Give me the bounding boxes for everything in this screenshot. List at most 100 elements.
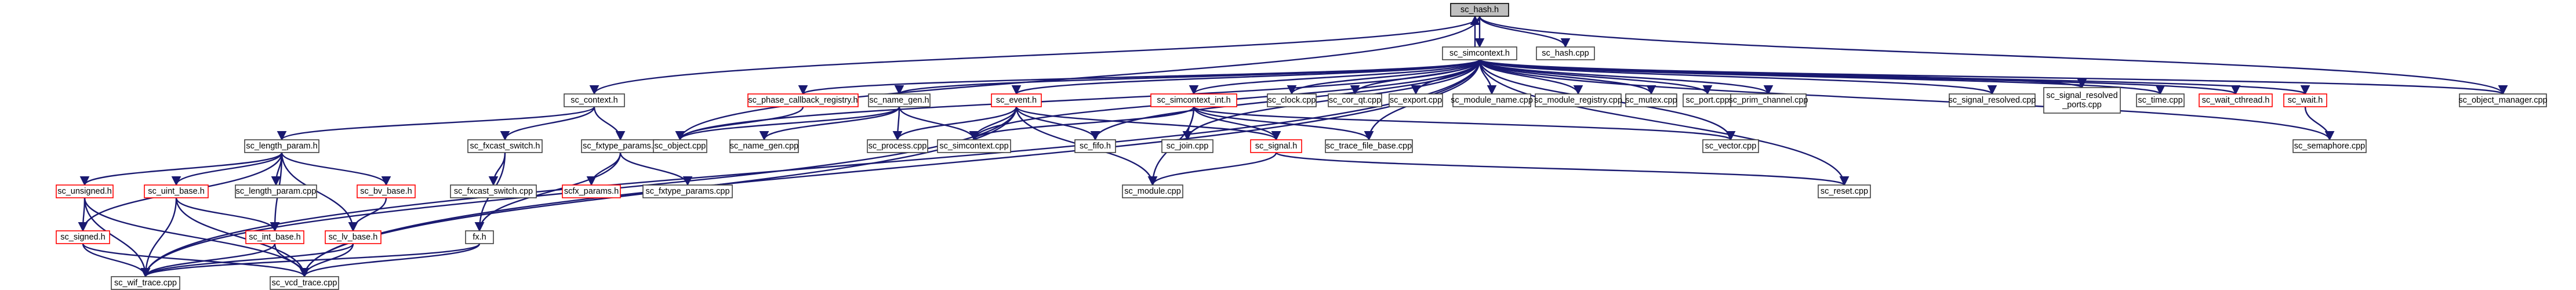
node-sc-unsigned-h[interactable]: sc_unsigned.h [56, 184, 114, 198]
node-sc-mutex-cpp[interactable]: sc_mutex.cpp [1625, 93, 1677, 107]
node-label: sc_semaphore.cpp [2294, 142, 2366, 151]
node-sc-prim-channel-cpp[interactable]: sc_prim_channel.cpp [1728, 93, 1808, 107]
edge-sc-length-param-h-to-sc-unsigned-h [79, 152, 283, 186]
node-sc-port-cpp[interactable]: sc_port.cpp [1683, 93, 1732, 107]
node-label: sc_mutex.cpp [1625, 96, 1677, 105]
node-sc-simcontext-h[interactable]: sc_simcontext.h [1442, 46, 1517, 60]
node-sc-clock-cpp[interactable]: sc_clock.cpp [1267, 93, 1317, 107]
node-sc-bv-base-h[interactable]: sc_bv_base.h [357, 184, 416, 198]
node-label: sc_prim_channel.cpp [1728, 96, 1808, 105]
node-sc-fxcast-switch-h[interactable]: sc_fxcast_switch.h [467, 139, 543, 153]
node-sc-length-param-cpp[interactable]: sc_length_param.cpp [235, 184, 317, 198]
node-sc-trace-file-base-cpp[interactable]: sc_trace_file_base.cpp [1325, 139, 1413, 153]
node-sc-phase-callback-registry-h[interactable]: sc_phase_callback_registry.h [747, 93, 859, 107]
edge-sc-simcontext-h-to-sc-simcontext-int-h [1189, 59, 1481, 95]
edge-sc-simcontext-h-to-sc-wait-h [1478, 59, 2310, 95]
node-label: sc_unsigned.h [57, 187, 112, 196]
node-fx-h[interactable]: fx.h [465, 230, 494, 244]
node-sc-fxtype-params-cpp[interactable]: sc_fxtype_params.cpp [642, 184, 733, 198]
edge-sc-length-param-h-to-sc-bv-base-h [281, 152, 391, 186]
node-sc-int-base-h[interactable]: sc_int_base.h [245, 230, 304, 244]
node-sc-module-registry-cpp[interactable]: sc_module_registry.cpp [1534, 93, 1622, 107]
node-box [56, 230, 110, 244]
node-sc-wait-h[interactable]: sc_wait.h [2283, 93, 2327, 107]
node-sc-object-manager-cpp[interactable]: sc_object_manager.cpp [2458, 93, 2548, 107]
node-sc-module-cpp[interactable]: sc_module.cpp [1122, 184, 1183, 198]
node-sc-cor-qt-cpp[interactable]: sc_cor_qt.cpp [1328, 93, 1382, 107]
node-label: sc_trace_file_base.cpp [1326, 142, 1412, 151]
edge-sc-length-param-h-to-sc-lv-base-h [281, 152, 358, 232]
node-box [868, 93, 931, 107]
node-label: sc_export.cpp [1390, 96, 1442, 105]
node-label: sc_signal_resolved.cpp [1949, 96, 2036, 105]
edge-sc-signal-h-to-sc-module-cpp [1147, 152, 1277, 186]
node-box [1250, 139, 1302, 153]
node-sc-wif-trace-cpp[interactable]: sc_wif_trace.cpp [111, 276, 180, 290]
node-sc-fxtype-params-h[interactable]: sc_fxtype_params.h [581, 139, 660, 153]
node-label: sc_fxcast_switch.h [470, 142, 540, 151]
node-box [245, 230, 304, 244]
node-box [270, 276, 339, 290]
node-label: fx.h [473, 233, 486, 242]
edge-sc-event-h-to-sc-process-cpp [892, 106, 1018, 141]
node-sc-event-h[interactable]: sc_event.h [991, 93, 1042, 107]
edge-sc-int-base-h-to-sc-wif-trace-cpp [140, 243, 276, 278]
node-sc-fxcast-switch-cpp[interactable]: sc_fxcast_switch.cpp [450, 184, 537, 198]
node-sc-process-cpp[interactable]: sc_process.cpp [867, 139, 928, 153]
node-label: sc_name_gen.cpp [730, 142, 799, 151]
node-sc-time-cpp[interactable]: sc_time.cpp [2136, 93, 2185, 107]
node-sc-name-gen-h[interactable]: sc_name_gen.h [868, 93, 931, 107]
node-box [450, 184, 537, 198]
node-box [1536, 46, 1595, 60]
node-label: sc_cor_qt.cpp [1329, 96, 1381, 105]
node-box [1150, 93, 1237, 107]
node-label: sc_process.cpp [869, 142, 927, 151]
node-scfx-params-h[interactable]: scfx_params.h [562, 184, 621, 198]
node-sc-join-cpp[interactable]: sc_join.cpp [1161, 139, 1213, 153]
node-sc-hash-h[interactable]: sc_hash.h [1450, 3, 1509, 17]
node-sc-signed-h[interactable]: sc_signed.h [56, 230, 110, 244]
node-label: sc_hash.h [1460, 5, 1499, 14]
edge-sc-uint-base-h-to-sc-wif-trace-cpp [140, 197, 177, 278]
node-sc-module-name-cpp[interactable]: sc_module_name.cpp [1451, 93, 1533, 107]
node-sc-hash-cpp[interactable]: sc_hash.cpp [1536, 46, 1595, 60]
node-sc-simcontext-cpp[interactable]: sc_simcontext.cpp [937, 139, 1011, 153]
node-sc-object-cpp[interactable]: sc_object.cpp [653, 139, 707, 153]
node-sc-signal-resolved-cpp[interactable]: sc_signal_resolved.cpp [1949, 93, 2036, 107]
node-sc-simcontext-int-h[interactable]: sc_simcontext_int.h [1150, 93, 1237, 107]
node-label: sc_name_gen.h [869, 96, 929, 105]
node-sc-length-param-h[interactable]: sc_length_param.h [244, 139, 319, 153]
node-sc-name-gen-cpp[interactable]: sc_name_gen.cpp [729, 139, 799, 153]
node-sc-vcd-trace-cpp[interactable]: sc_vcd_trace.cpp [270, 276, 339, 290]
node-sc-signal-h[interactable]: sc_signal.h [1250, 139, 1302, 153]
node-sc-fifo-h[interactable]: sc_fifo.h [1074, 139, 1116, 153]
node-box [1325, 139, 1413, 153]
edge-sc-context-h-to-sc-length-param-h [277, 106, 595, 141]
node-box [56, 184, 114, 198]
node-sc-vector-cpp[interactable]: sc_vector.cpp [1702, 139, 1759, 153]
edge-sc-context-h-to-sc-fxcast-switch-h [500, 106, 595, 141]
node-sc-export-cpp[interactable]: sc_export.cpp [1389, 93, 1443, 107]
node-sc-lv-base-h[interactable]: sc_lv_base.h [325, 230, 382, 244]
edge-sc-simcontext-h-to-sc-semaphore-cpp [1478, 59, 2335, 141]
node-sc-semaphore-cpp[interactable]: sc_semaphore.cpp [2292, 139, 2367, 153]
node-label: sc_module_registry.cpp [1534, 96, 1622, 105]
node-box [562, 184, 621, 198]
edge-sc-wait-h-to-sc-semaphore-cpp [2304, 106, 2335, 141]
node-sc-reset-cpp[interactable]: sc_reset.cpp [1818, 184, 1871, 198]
node-label: sc_wait_cthread.h [2202, 96, 2270, 105]
edge-sc-hash-h-to-sc-context-h [589, 16, 1481, 95]
edge-sc-name-gen-h-to-sc-object-cpp [675, 106, 900, 141]
node-sc-uint-base-h[interactable]: sc_uint_base.h [144, 184, 209, 198]
edge-sc-simcontext-int-h-to-sc-vector-cpp [1193, 106, 1735, 141]
node-sc-wait-cthread-h[interactable]: sc_wait_cthread.h [2199, 93, 2273, 107]
node-label: sc_bv_base.h [360, 187, 412, 196]
edge-sc-simcontext-int-h-to-sc-trace-file-base-cpp [1193, 106, 1374, 141]
edge-sc-simcontext-h-to-sc-prim-channel-cpp [1478, 59, 1774, 95]
node-sc-signal-resolved-ports-cpp[interactable]: sc_signal_resolved_ports.cpp [2043, 87, 2121, 114]
edge-fx-h-to-sc-vcd-trace-cpp [299, 243, 481, 278]
edge-sc-phase-callback-registry-h-to-sc-object-cpp [675, 106, 804, 141]
node-label: sc_vcd_trace.cpp [272, 278, 337, 288]
node-sc-context-h[interactable]: sc_context.h [564, 93, 625, 107]
